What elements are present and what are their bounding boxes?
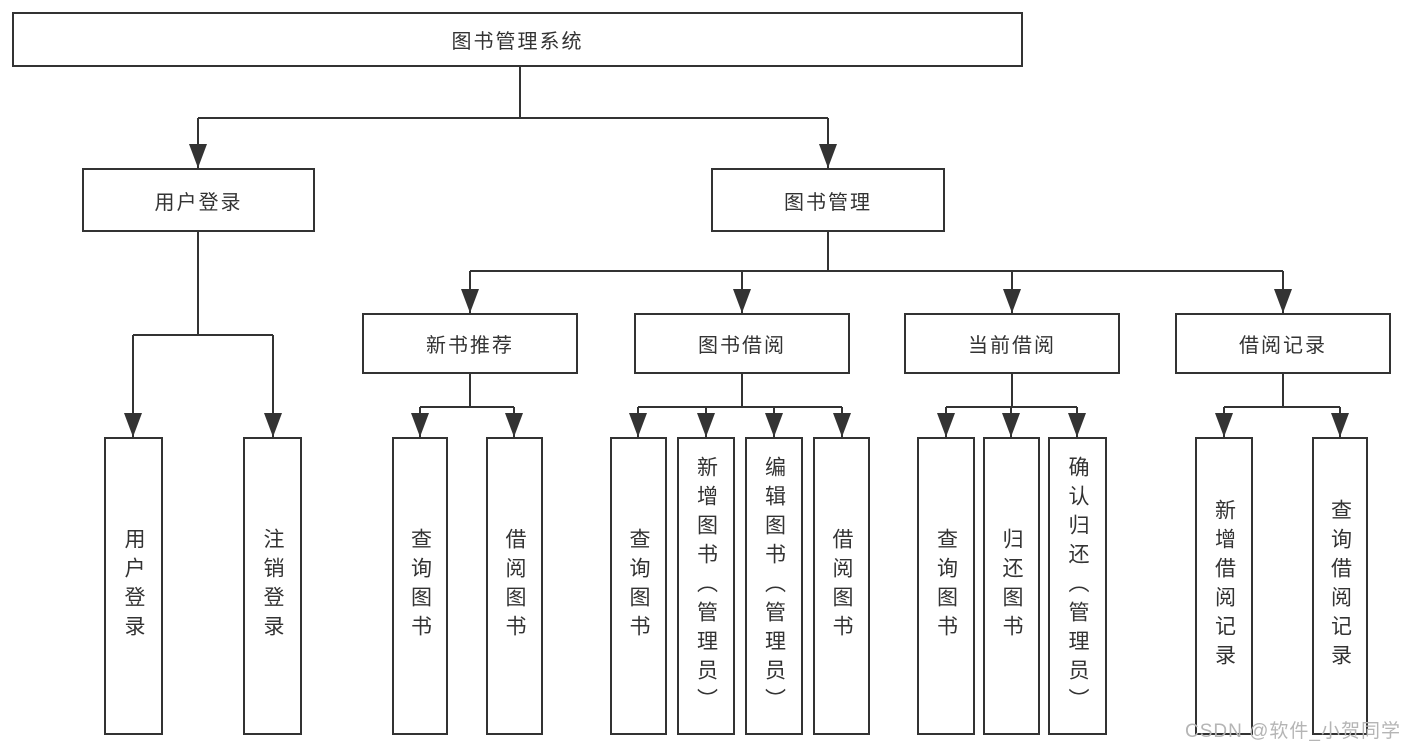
node-library-management-system: 图书管理系统 — [12, 12, 1023, 67]
node-new-book-recommend: 新书推荐 — [362, 313, 578, 374]
leaf-add-books-admin: 新增图书（管理员） — [677, 437, 735, 735]
leaf-query-borrow-record: 查询借阅记录 — [1312, 437, 1368, 735]
leaf-label: 借阅图书 — [503, 528, 526, 644]
leaf-label: 编辑图书（管理员） — [762, 455, 786, 717]
node-label: 当前借阅 — [968, 335, 1056, 357]
leaf-return-books: 归还图书 — [983, 437, 1040, 735]
node-book-management: 图书管理 — [711, 168, 945, 232]
node-current-borrowing: 当前借阅 — [904, 313, 1120, 374]
leaf-logout: 注销登录 — [243, 437, 302, 735]
connector-borrowing-records-to-leaves — [1215, 374, 1349, 437]
connector-book-borrowing-to-leaves — [629, 374, 851, 437]
leaf-borrow-books-recommend: 借阅图书 — [486, 437, 543, 735]
leaf-label: 新增借阅记录 — [1212, 499, 1236, 673]
node-label: 新书推荐 — [426, 335, 514, 357]
connector-user-login-to-leaves — [124, 232, 282, 437]
leaf-query-books-current: 查询图书 — [917, 437, 975, 735]
connector-current-borrowing-to-leaves — [937, 374, 1086, 437]
node-book-borrowing: 图书借阅 — [634, 313, 850, 374]
leaf-label: 归还图书 — [1000, 528, 1023, 644]
leaf-label: 查询图书 — [408, 528, 432, 644]
leaf-user-login: 用户登录 — [104, 437, 163, 735]
leaf-query-books-recommend: 查询图书 — [392, 437, 448, 735]
node-label: 借阅记录 — [1239, 335, 1327, 357]
leaf-label: 查询图书 — [627, 528, 650, 644]
node-borrowing-records: 借阅记录 — [1175, 313, 1391, 374]
connector-new-book-recommend-to-leaves — [411, 374, 523, 437]
connector-book-management-to-level3 — [461, 232, 1292, 313]
leaf-label: 查询借阅记录 — [1328, 499, 1352, 673]
leaf-borrow-books-borrowing: 借阅图书 — [813, 437, 870, 735]
node-label: 图书借阅 — [698, 335, 786, 357]
connector-root-to-level2 — [189, 67, 837, 168]
leaf-label: 注销登录 — [261, 528, 284, 644]
leaf-label: 借阅图书 — [830, 528, 853, 644]
node-label: 图书管理 — [784, 191, 872, 214]
leaf-label: 查询图书 — [934, 528, 958, 644]
node-user-login: 用户登录 — [82, 168, 315, 232]
csdn-watermark: CSDN @软件_小贺同学 — [1185, 721, 1401, 742]
leaf-query-books-borrowing: 查询图书 — [610, 437, 667, 735]
leaf-label: 确认归还（管理员） — [1066, 455, 1089, 717]
leaf-label: 新增图书（管理员） — [694, 455, 718, 717]
leaf-add-borrow-record: 新增借阅记录 — [1195, 437, 1253, 735]
node-label: 用户登录 — [154, 191, 243, 214]
leaf-confirm-return-admin: 确认归还（管理员） — [1048, 437, 1107, 735]
node-label: 图书管理系统 — [451, 31, 584, 53]
leaf-edit-books-admin: 编辑图书（管理员） — [745, 437, 803, 735]
leaf-label: 用户登录 — [122, 528, 145, 644]
